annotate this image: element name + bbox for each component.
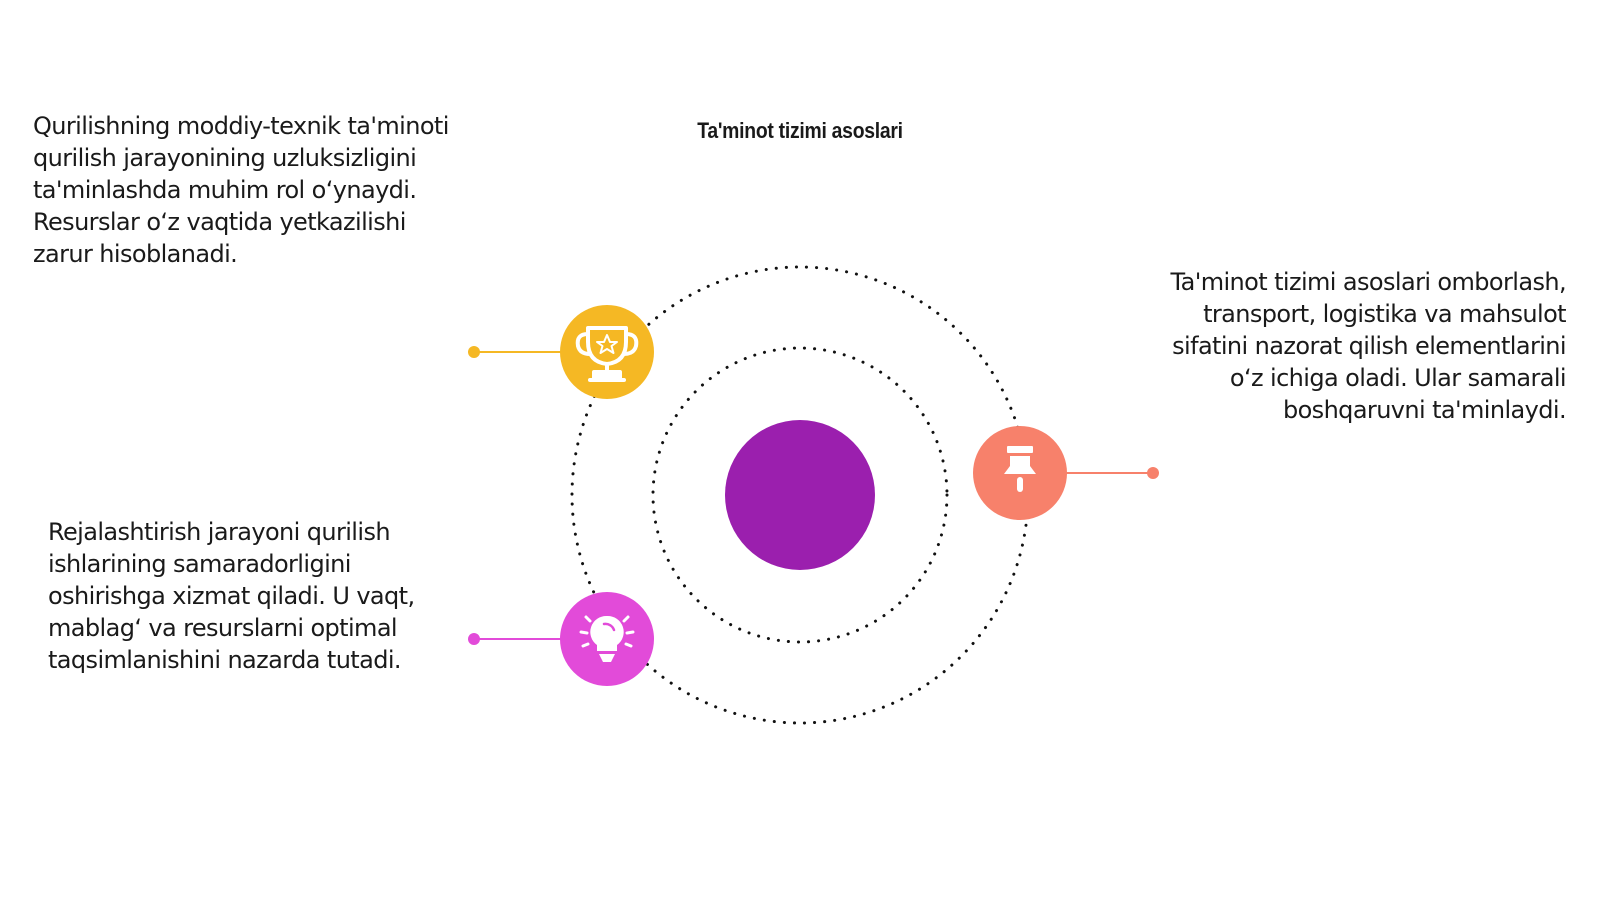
inner-orbit-ring xyxy=(651,346,949,644)
connector-dot-pin xyxy=(1147,467,1159,479)
connector-dot-bulb xyxy=(468,633,480,645)
connector-dot-trophy xyxy=(468,346,480,358)
trophy-description: Qurilishning moddiy-texnik ta'minoti qur… xyxy=(33,112,449,268)
node-trophy[interactable] xyxy=(468,305,654,399)
diagram-title: Ta'minot tizimi asoslari xyxy=(697,118,903,143)
node-pin[interactable] xyxy=(973,426,1159,520)
node-bulb[interactable] xyxy=(468,592,654,686)
pin-description: Ta'minot tizimi asoslari omborlash, tran… xyxy=(1170,268,1567,424)
pushpin-icon xyxy=(1004,446,1036,492)
trophy-node-circle xyxy=(560,305,654,399)
bulb-description: Rejalashtirish jarayoni qurilish ishlari… xyxy=(48,518,415,674)
lightbulb-icon xyxy=(579,615,635,662)
center-circle xyxy=(725,420,875,570)
trophy-icon xyxy=(575,326,639,382)
